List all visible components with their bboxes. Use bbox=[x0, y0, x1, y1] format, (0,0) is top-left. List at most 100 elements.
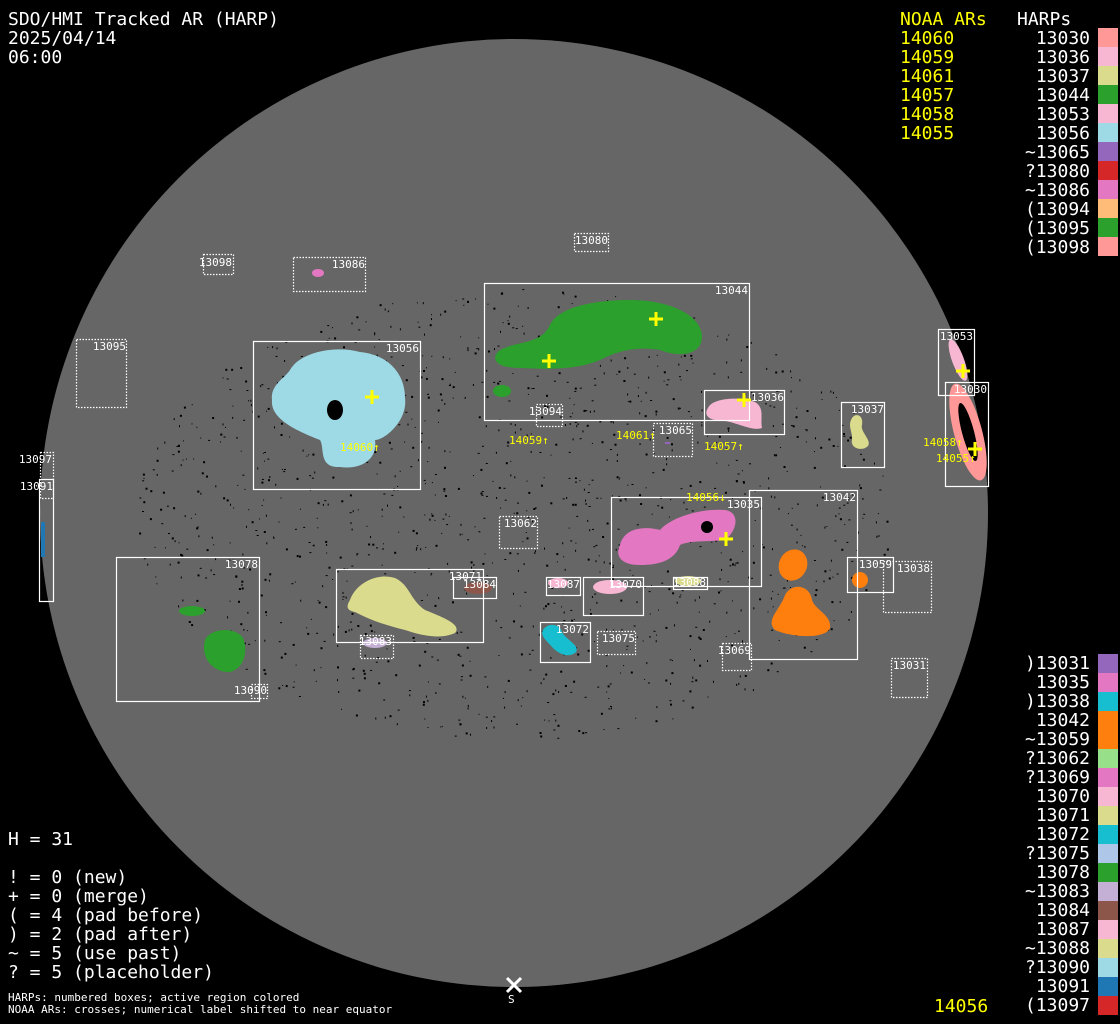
harps-legend-item: 13084 bbox=[1035, 900, 1090, 921]
noaa-item: 14061 bbox=[900, 66, 955, 87]
flag-stat-line: ( = 4 (pad before) bbox=[8, 905, 204, 926]
harp-color-swatch bbox=[1098, 673, 1118, 692]
harp-box-label: 13036 bbox=[751, 391, 784, 404]
harp-box-outline bbox=[252, 340, 422, 491]
flag-stat-line: ) = 2 (pad after) bbox=[8, 924, 193, 945]
harps-legend-item: ?13069 bbox=[1024, 767, 1090, 788]
flag-stat-line: ? = 5 (placeholder) bbox=[8, 962, 214, 983]
harp-color-swatch bbox=[1098, 142, 1118, 161]
harps-legend-item: ?13075 bbox=[1024, 843, 1090, 864]
harp-box-outline bbox=[652, 422, 694, 458]
noaa-cross-icon bbox=[365, 390, 379, 404]
harp-box-label: 13069 bbox=[718, 644, 751, 657]
harp-color-swatch bbox=[1098, 104, 1118, 123]
harp-box-13069: 13069 bbox=[718, 642, 753, 672]
harp-box-label: 13030 bbox=[954, 383, 987, 396]
region-13086 bbox=[312, 269, 324, 277]
harps-legend-item: (13098 bbox=[1024, 237, 1090, 258]
harp-box-outline bbox=[202, 253, 235, 276]
harp-color-swatch bbox=[1098, 85, 1118, 104]
harp-box-label: 13056 bbox=[386, 342, 419, 355]
harp-color-swatch bbox=[1098, 654, 1118, 673]
harp-box-outline bbox=[748, 489, 859, 661]
harp-box-13056: 13056 bbox=[252, 340, 422, 491]
harp-box-13038: 13038 bbox=[882, 560, 933, 614]
region-13037 bbox=[850, 415, 869, 449]
harp-color-swatch bbox=[1098, 939, 1118, 958]
harp-count: H = 31 bbox=[8, 829, 74, 850]
harp-box-13031: 13031 bbox=[890, 657, 929, 699]
harp-box-outline bbox=[882, 560, 933, 614]
noaa-disk-label: 14055↑ bbox=[936, 452, 976, 465]
harp-box-13087: 13087 bbox=[545, 576, 582, 597]
harp-color-swatch bbox=[1098, 768, 1118, 787]
harp-box-label: 13091 bbox=[20, 480, 53, 493]
harp-box-label: 13053 bbox=[940, 330, 973, 343]
harps-legend-item: ~13088 bbox=[1024, 938, 1090, 959]
noaa-cross-icon bbox=[649, 312, 663, 326]
harp-box-13075: 13075 bbox=[596, 630, 637, 656]
harp-box-label: 13031 bbox=[893, 659, 926, 672]
harps-legend-item: 13091 bbox=[1035, 976, 1090, 997]
harp-color-swatch bbox=[1098, 218, 1118, 237]
flag-stat-line: + = 0 (merge) bbox=[8, 886, 149, 907]
harp-box-label: 13059 bbox=[859, 558, 892, 571]
harp-box-label: 13095 bbox=[93, 340, 126, 353]
harps-legend-item: 13037 bbox=[1035, 66, 1090, 87]
harp-box-label: 13071 bbox=[449, 570, 482, 583]
harp-box-outline bbox=[610, 496, 763, 588]
harp-color-swatch bbox=[1098, 863, 1118, 882]
harp-box-label: 13084 bbox=[463, 578, 496, 591]
harps-legend-item: ~13083 bbox=[1024, 881, 1090, 902]
noaa-disk-label: 14061↑ bbox=[616, 429, 656, 442]
harps-legend-item: ?13090 bbox=[1024, 957, 1090, 978]
region-13088 bbox=[675, 576, 701, 586]
active-region-masks bbox=[41, 269, 987, 673]
harp-box-outline bbox=[840, 401, 886, 469]
harp-box-label: 13083 bbox=[359, 635, 392, 648]
region-13036 bbox=[706, 398, 762, 429]
harp-box-13086: 13086 bbox=[292, 256, 367, 293]
harp-box-outline bbox=[115, 556, 261, 703]
harp-box-13095: 13095 bbox=[75, 338, 128, 409]
harp-box-label: 13044 bbox=[715, 284, 748, 297]
harp-color-swatch bbox=[1098, 958, 1118, 977]
footer-line-1: HARPs: numbered boxes; active region col… bbox=[8, 991, 300, 1004]
harp-color-swatch bbox=[1098, 66, 1118, 85]
harp-box-outline bbox=[452, 576, 498, 600]
harps-legend-item: )13031 bbox=[1024, 653, 1090, 674]
harp-box-outline bbox=[38, 478, 55, 603]
harp-box-outline bbox=[721, 642, 753, 672]
harps-legend-item: 13078 bbox=[1035, 862, 1090, 883]
harp-box-outline bbox=[539, 621, 592, 664]
harp-box-13036: 13036 bbox=[703, 389, 786, 436]
harps-legend-item: ?13062 bbox=[1024, 748, 1090, 769]
harps-legend-item: 13036 bbox=[1035, 47, 1090, 68]
harp-box-13071: 13071 bbox=[335, 568, 485, 644]
noaa-disk-label: 14060↑ bbox=[340, 441, 380, 454]
harp-color-swatch bbox=[1098, 920, 1118, 939]
harp-box-label: 13087 bbox=[547, 578, 580, 591]
harp-box-13083: 13083 bbox=[359, 634, 395, 660]
harp-box-13070: 13070 bbox=[582, 576, 645, 617]
region-13072 bbox=[542, 624, 577, 656]
harp-box-label: 13090 bbox=[234, 684, 267, 697]
noaa-bottom-item: 14056 bbox=[934, 996, 989, 1017]
harps-legend-item: ~13059 bbox=[1024, 729, 1090, 750]
harp-box-label: 13097 bbox=[19, 453, 52, 466]
region-13042-a bbox=[778, 549, 808, 581]
harps-legend-item: 13042 bbox=[1035, 710, 1090, 731]
harp-box-13042: 13042 bbox=[748, 489, 859, 661]
region-13065 bbox=[665, 442, 670, 444]
harps-legend-item: 13044 bbox=[1035, 85, 1090, 106]
region-13070 bbox=[593, 580, 627, 594]
harps-legend-item: ~13086 bbox=[1024, 180, 1090, 201]
flag-stat-line: ! = 0 (new) bbox=[8, 867, 128, 888]
harp-color-swatch bbox=[1098, 180, 1118, 199]
harp-box-13090: 13090 bbox=[234, 683, 269, 700]
region-13078-b bbox=[204, 629, 246, 673]
harp-box-13080: 13080 bbox=[573, 232, 610, 253]
noaa-item: 14055 bbox=[900, 123, 955, 144]
harps-legend-item: )13038 bbox=[1024, 691, 1090, 712]
region-13078-a bbox=[179, 606, 205, 616]
